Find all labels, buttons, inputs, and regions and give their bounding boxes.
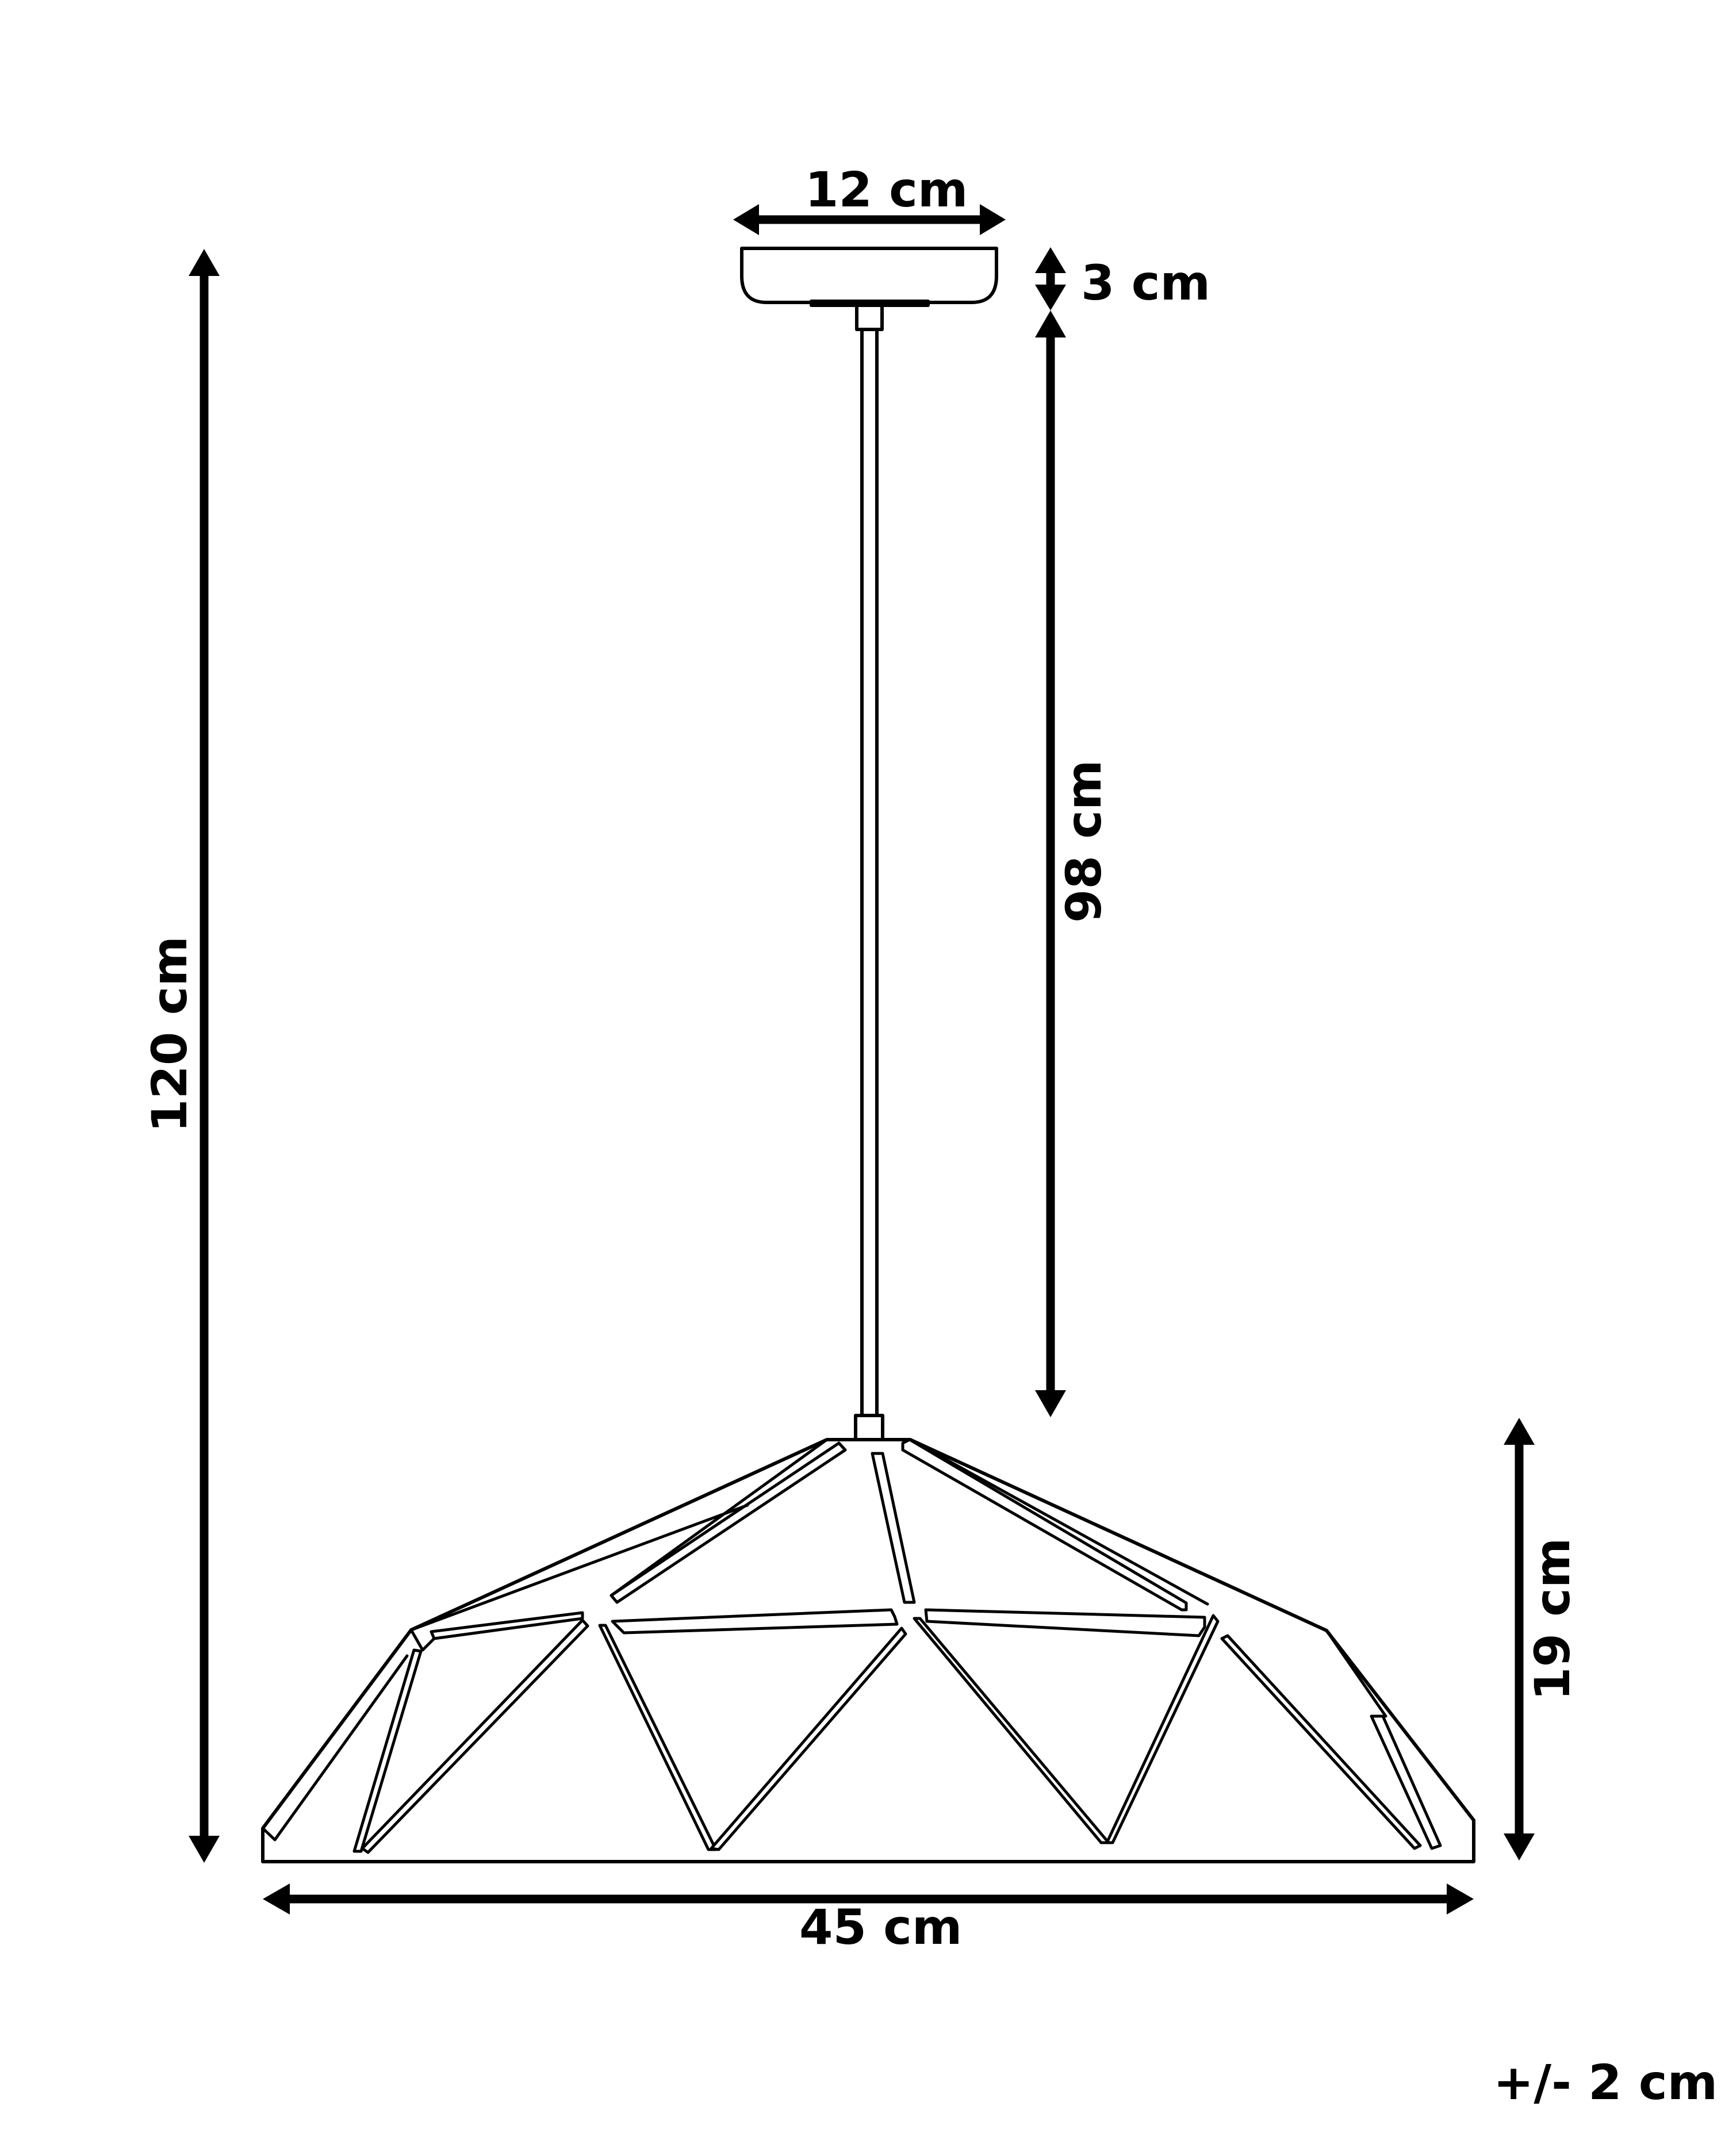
dimension-arrow-shade-height (1504, 1418, 1535, 1860)
label-canopy-height: 3 cm (1081, 255, 1211, 311)
dimension-arrow-cable-length (1035, 310, 1066, 1417)
label-cable-length: 98 cm (1056, 759, 1112, 923)
ceiling-canopy (740, 247, 998, 331)
dimension-arrow-canopy-height (1035, 247, 1066, 310)
dimension-arrow-shade-diameter (263, 1883, 1474, 1915)
label-shade-diameter: 45 cm (799, 1899, 963, 1955)
suspension-rod (854, 328, 884, 1441)
geometric-shade (261, 1438, 1475, 1863)
tolerance-note: +/- 2 cm (1493, 2054, 1718, 2111)
label-total-height: 120 cm (141, 936, 198, 1133)
dimension-arrow-canopy-width (733, 204, 1006, 235)
label-shade-height: 19 cm (1524, 1537, 1581, 1701)
dimension-arrow-total-height (189, 249, 220, 1863)
label-canopy-width: 12 cm (805, 162, 968, 218)
